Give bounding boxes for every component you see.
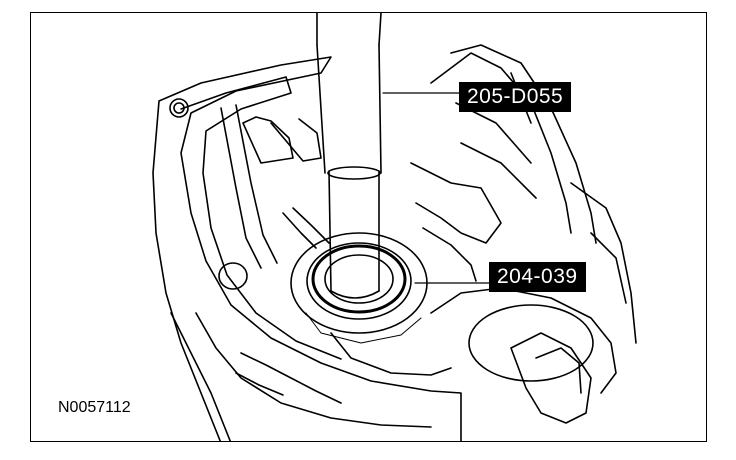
seal-bore [306, 242, 412, 320]
bolt-hole-left [218, 262, 248, 290]
bore-shadow [305, 312, 422, 344]
web-center [282, 212, 317, 249]
casting-upper-right-2 [450, 44, 597, 244]
lower-left-detail [240, 352, 342, 404]
rib-pocket [242, 116, 294, 164]
casting-web-right-2 [422, 227, 477, 282]
flange-lower-edge-2 [195, 312, 432, 428]
casting-right-edge [570, 182, 637, 344]
lower-boss-face [468, 304, 594, 382]
lower-left-detail-2 [235, 372, 284, 396]
casting-web-right [410, 162, 502, 244]
tool-body-left [328, 170, 332, 292]
tool-collar [327, 166, 381, 180]
diagram-frame: 205-D055 204-039 N0057112 [30, 12, 707, 442]
seal-ring [311, 244, 407, 314]
lower-shaft [510, 332, 592, 424]
lower-boss [430, 287, 617, 394]
rib-left [220, 107, 262, 269]
transmission-case-illustration [152, 13, 637, 441]
bolt-hole-top [169, 98, 189, 118]
casting-right-edge-2 [590, 232, 627, 304]
lower-center-detail [330, 332, 452, 376]
casting-upper-right [430, 52, 572, 234]
lower-shaft-2 [535, 347, 582, 394]
bolt-hole-top-inner [173, 102, 185, 114]
tool-shaft-left [316, 44, 326, 174]
seal-inner [324, 254, 394, 304]
rib-pocket-2 [270, 118, 322, 162]
callout-tool-204-039: 204-039 [489, 262, 586, 292]
tool-shaft-right [378, 44, 382, 174]
tool-cover [326, 13, 382, 43]
tool-top-lines [316, 13, 382, 46]
flange-lower-edge [170, 312, 232, 441]
housing-flange-inner [180, 76, 342, 360]
web-center-2 [292, 207, 330, 244]
callout-tool-205-d055: 205-D055 [459, 82, 572, 112]
tool-tip [330, 290, 380, 299]
seal-bore-outer [290, 232, 428, 334]
rib-left-2 [235, 104, 278, 264]
housing-flange [152, 56, 462, 441]
figure-id: N0057112 [58, 399, 131, 416]
